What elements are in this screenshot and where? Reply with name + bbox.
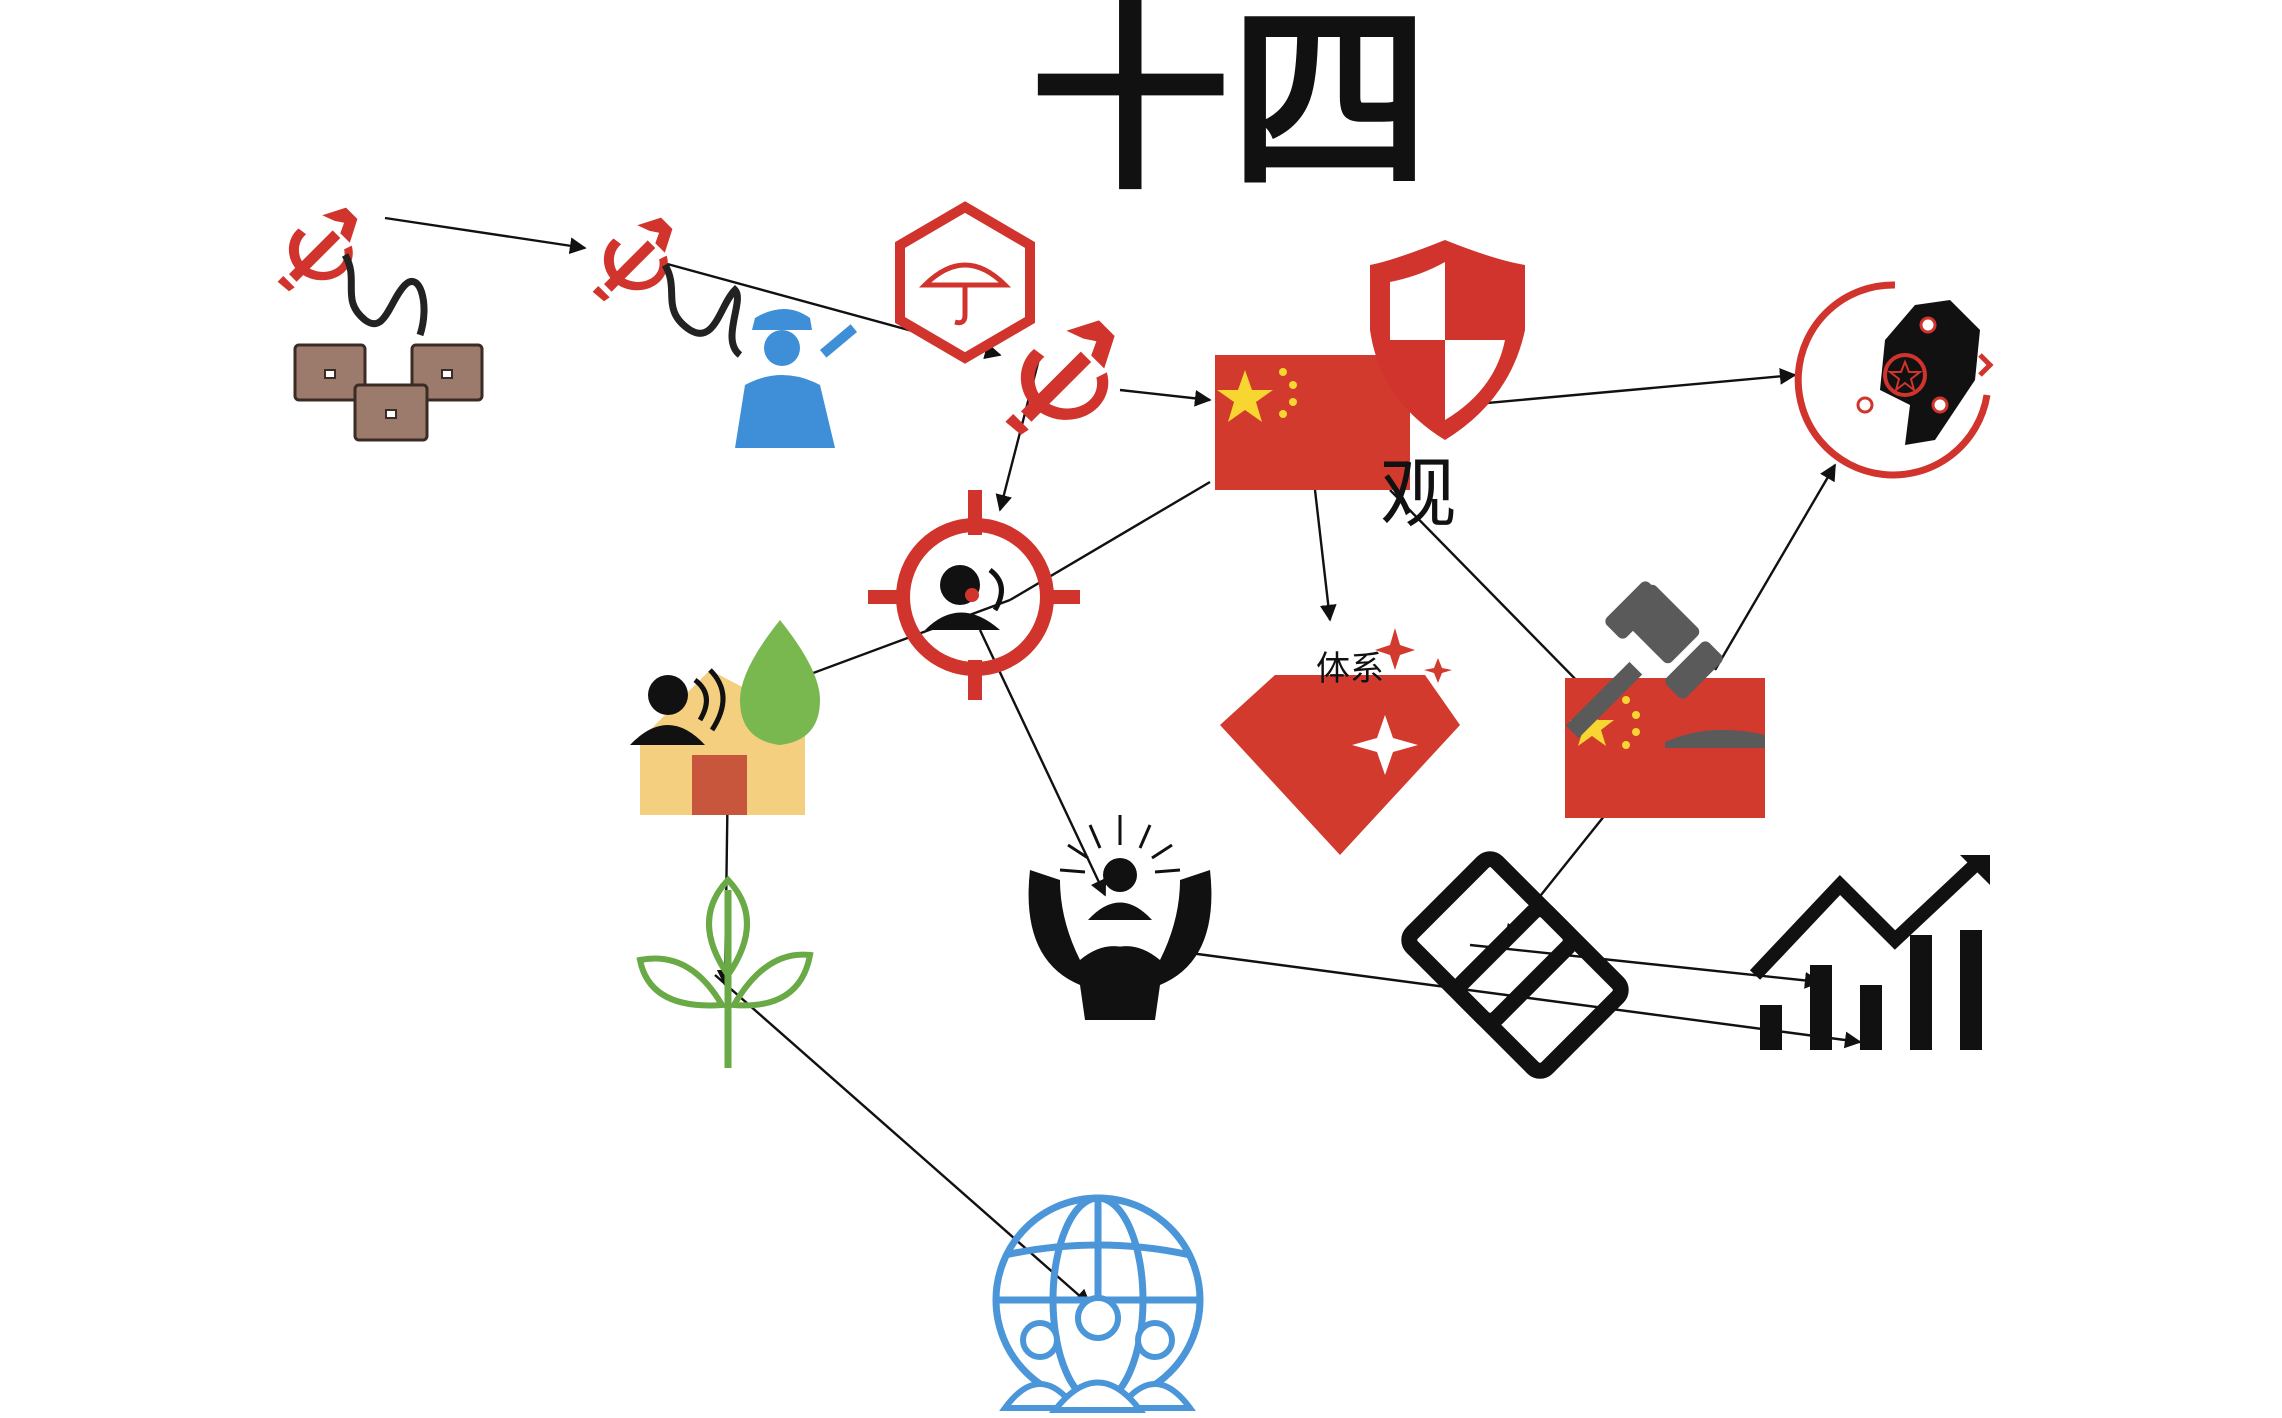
taiwan-map-icon [1794,281,1994,479]
page-title: 十四 [1030,0,1430,218]
hands-person-icon [1028,815,1212,1020]
hammer-sickle-police-icon [592,217,858,448]
arrow [978,629,1107,897]
china-flag-icon [1215,355,1410,490]
tixi-label: 体系 [1316,649,1384,689]
police-figure [735,309,858,448]
globe-people-icon [992,1194,1204,1413]
gavel-flag-icon [1565,581,1765,818]
hammer-sickle-icon [1005,320,1115,435]
guan-label: 观 [1380,449,1456,538]
person-house-drop-icon [630,620,820,815]
arrow [714,974,1092,1307]
arrow [1313,489,1337,622]
shield-icon [1370,240,1525,440]
arrow [384,216,587,255]
umbrella-hexagon-icon [895,201,1035,364]
target-person-icon [868,490,1080,700]
arrow [1119,388,1212,407]
sprout-icon [636,875,814,1068]
ruby-gem-icon [1220,628,1460,855]
hammer-sickle-briefcases-icon [277,207,484,442]
chain-link-icon [1401,851,1629,1079]
arrow [1713,463,1837,671]
growth-chart-icon [1749,855,1990,1050]
